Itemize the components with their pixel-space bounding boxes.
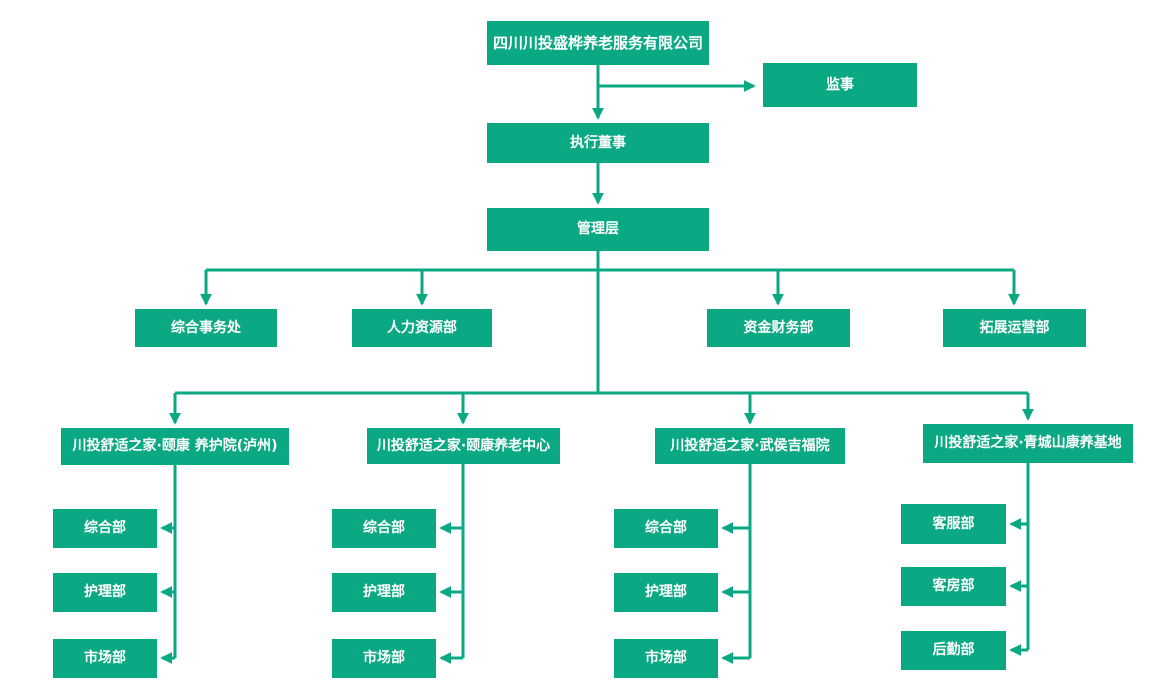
- node-branch-3-sub-1: 综合部: [614, 509, 718, 548]
- node-branch-2: 川投舒适之家·颐康养老中心: [367, 428, 560, 464]
- node-dept-general-affairs: 综合事务处: [135, 309, 277, 347]
- node-branch-1-sub-2: 护理部: [53, 573, 157, 612]
- node-executive-director: 执行董事: [487, 123, 709, 163]
- node-branch-4: 川投舒适之家·青城山康养基地: [923, 424, 1133, 463]
- node-branch-4-sub-3: 后勤部: [901, 631, 1006, 670]
- node-branch-4-sub-2: 客房部: [901, 567, 1006, 606]
- node-company-root: 四川川投盛桦养老服务有限公司: [487, 21, 709, 65]
- node-branch-3-sub-3: 市场部: [614, 639, 718, 678]
- node-branch-1-sub-1: 综合部: [53, 509, 157, 548]
- node-branch-2-sub-1: 综合部: [332, 509, 436, 548]
- node-branch-1: 川投舒适之家·颐康 养护院(泸州): [61, 428, 289, 465]
- node-management: 管理层: [487, 208, 709, 251]
- node-branch-2-sub-2: 护理部: [332, 573, 436, 612]
- node-branch-1-sub-3: 市场部: [53, 639, 157, 678]
- node-dept-expansion-operations: 拓展运营部: [943, 309, 1086, 347]
- node-dept-human-resources: 人力资源部: [352, 309, 492, 347]
- node-branch-4-sub-1: 客服部: [901, 504, 1006, 544]
- node-supervisor: 监事: [763, 63, 917, 107]
- node-branch-2-sub-3: 市场部: [332, 639, 436, 678]
- node-branch-3: 川投舒适之家·武侯吉福院: [655, 428, 845, 464]
- node-dept-finance: 资金财务部: [707, 309, 850, 347]
- node-branch-3-sub-2: 护理部: [614, 573, 718, 612]
